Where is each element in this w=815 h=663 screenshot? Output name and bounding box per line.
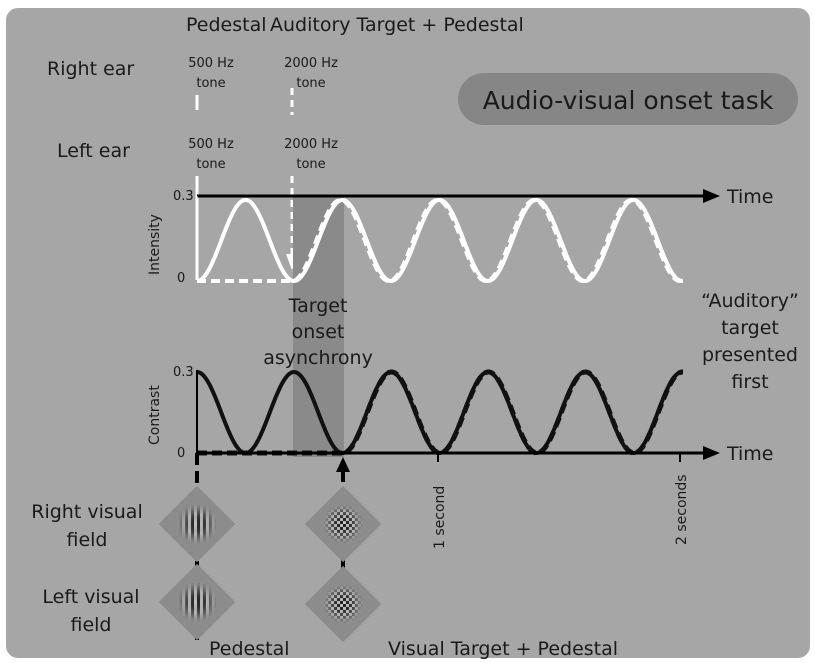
left-2000-hz: 2000 Hz [284, 137, 338, 152]
left-ear-label: Left ear [57, 140, 130, 162]
right-500-tone: tone [196, 76, 225, 91]
title-pedestal: Pedestal [186, 14, 267, 36]
task-badge-label: Audio-visual onset task [483, 86, 774, 115]
title-auditory-target: Auditory Target + Pedestal [270, 14, 524, 36]
intensity-time-label: Time [726, 186, 774, 208]
intensity-time-arrow [703, 189, 720, 203]
contrast-axis-label: Contrast [147, 385, 163, 445]
left-field-target-gabor [304, 565, 382, 643]
bottom-pedestal-label: Pedestal [209, 638, 290, 660]
left-500-hz: 500 Hz [188, 137, 234, 152]
visual-target-curve [197, 369, 683, 456]
right-visual-field-line-1: Right visual [31, 501, 142, 523]
contrast-tick-max: 0.3 [173, 365, 194, 380]
right-ear-label: Right ear [47, 58, 134, 80]
intensity-axis-label: Intensity [147, 214, 163, 275]
auditory-target-curve [197, 198, 684, 284]
right-2000-tone: tone [296, 76, 325, 91]
figure-background [6, 8, 810, 658]
task-badge [458, 73, 798, 125]
right-visual-field-line-2: field [67, 529, 108, 551]
target-onset-line-2: onset [292, 321, 345, 343]
contrast-time-label: Time [726, 443, 774, 465]
target-onset-line-1: Target [288, 295, 348, 317]
one-second-label: 1 second [432, 486, 448, 549]
auditory-first-line-3: presented [702, 344, 798, 366]
right-2000-hz: 2000 Hz [284, 56, 338, 71]
contrast-tick-zero: 0 [177, 446, 185, 461]
left-2000-tone: tone [296, 157, 325, 172]
auditory-pedestal-curve [196, 198, 684, 284]
target-onset-line-3: asynchrony [263, 347, 373, 369]
auditory-first-line-4: first [731, 371, 768, 393]
left-visual-field-line-2: field [71, 614, 112, 636]
right-500-hz: 500 Hz [188, 56, 234, 71]
left-field-pedestal-gabor [158, 563, 236, 641]
left-500-tone: tone [196, 157, 225, 172]
intensity-tick-max: 0.3 [173, 189, 194, 204]
bottom-visual-target-label: Visual Target + Pedestal [388, 638, 618, 660]
auditory-first-line-1: “Auditory” [701, 290, 799, 312]
auditory-first-line-2: target [721, 317, 779, 339]
visual-target-arrowhead [336, 457, 350, 472]
left-visual-field-line-1: Left visual [42, 586, 139, 608]
intensity-tick-zero: 0 [177, 271, 185, 286]
two-seconds-label: 2 seconds [674, 474, 690, 545]
contrast-time-arrow [703, 446, 720, 460]
